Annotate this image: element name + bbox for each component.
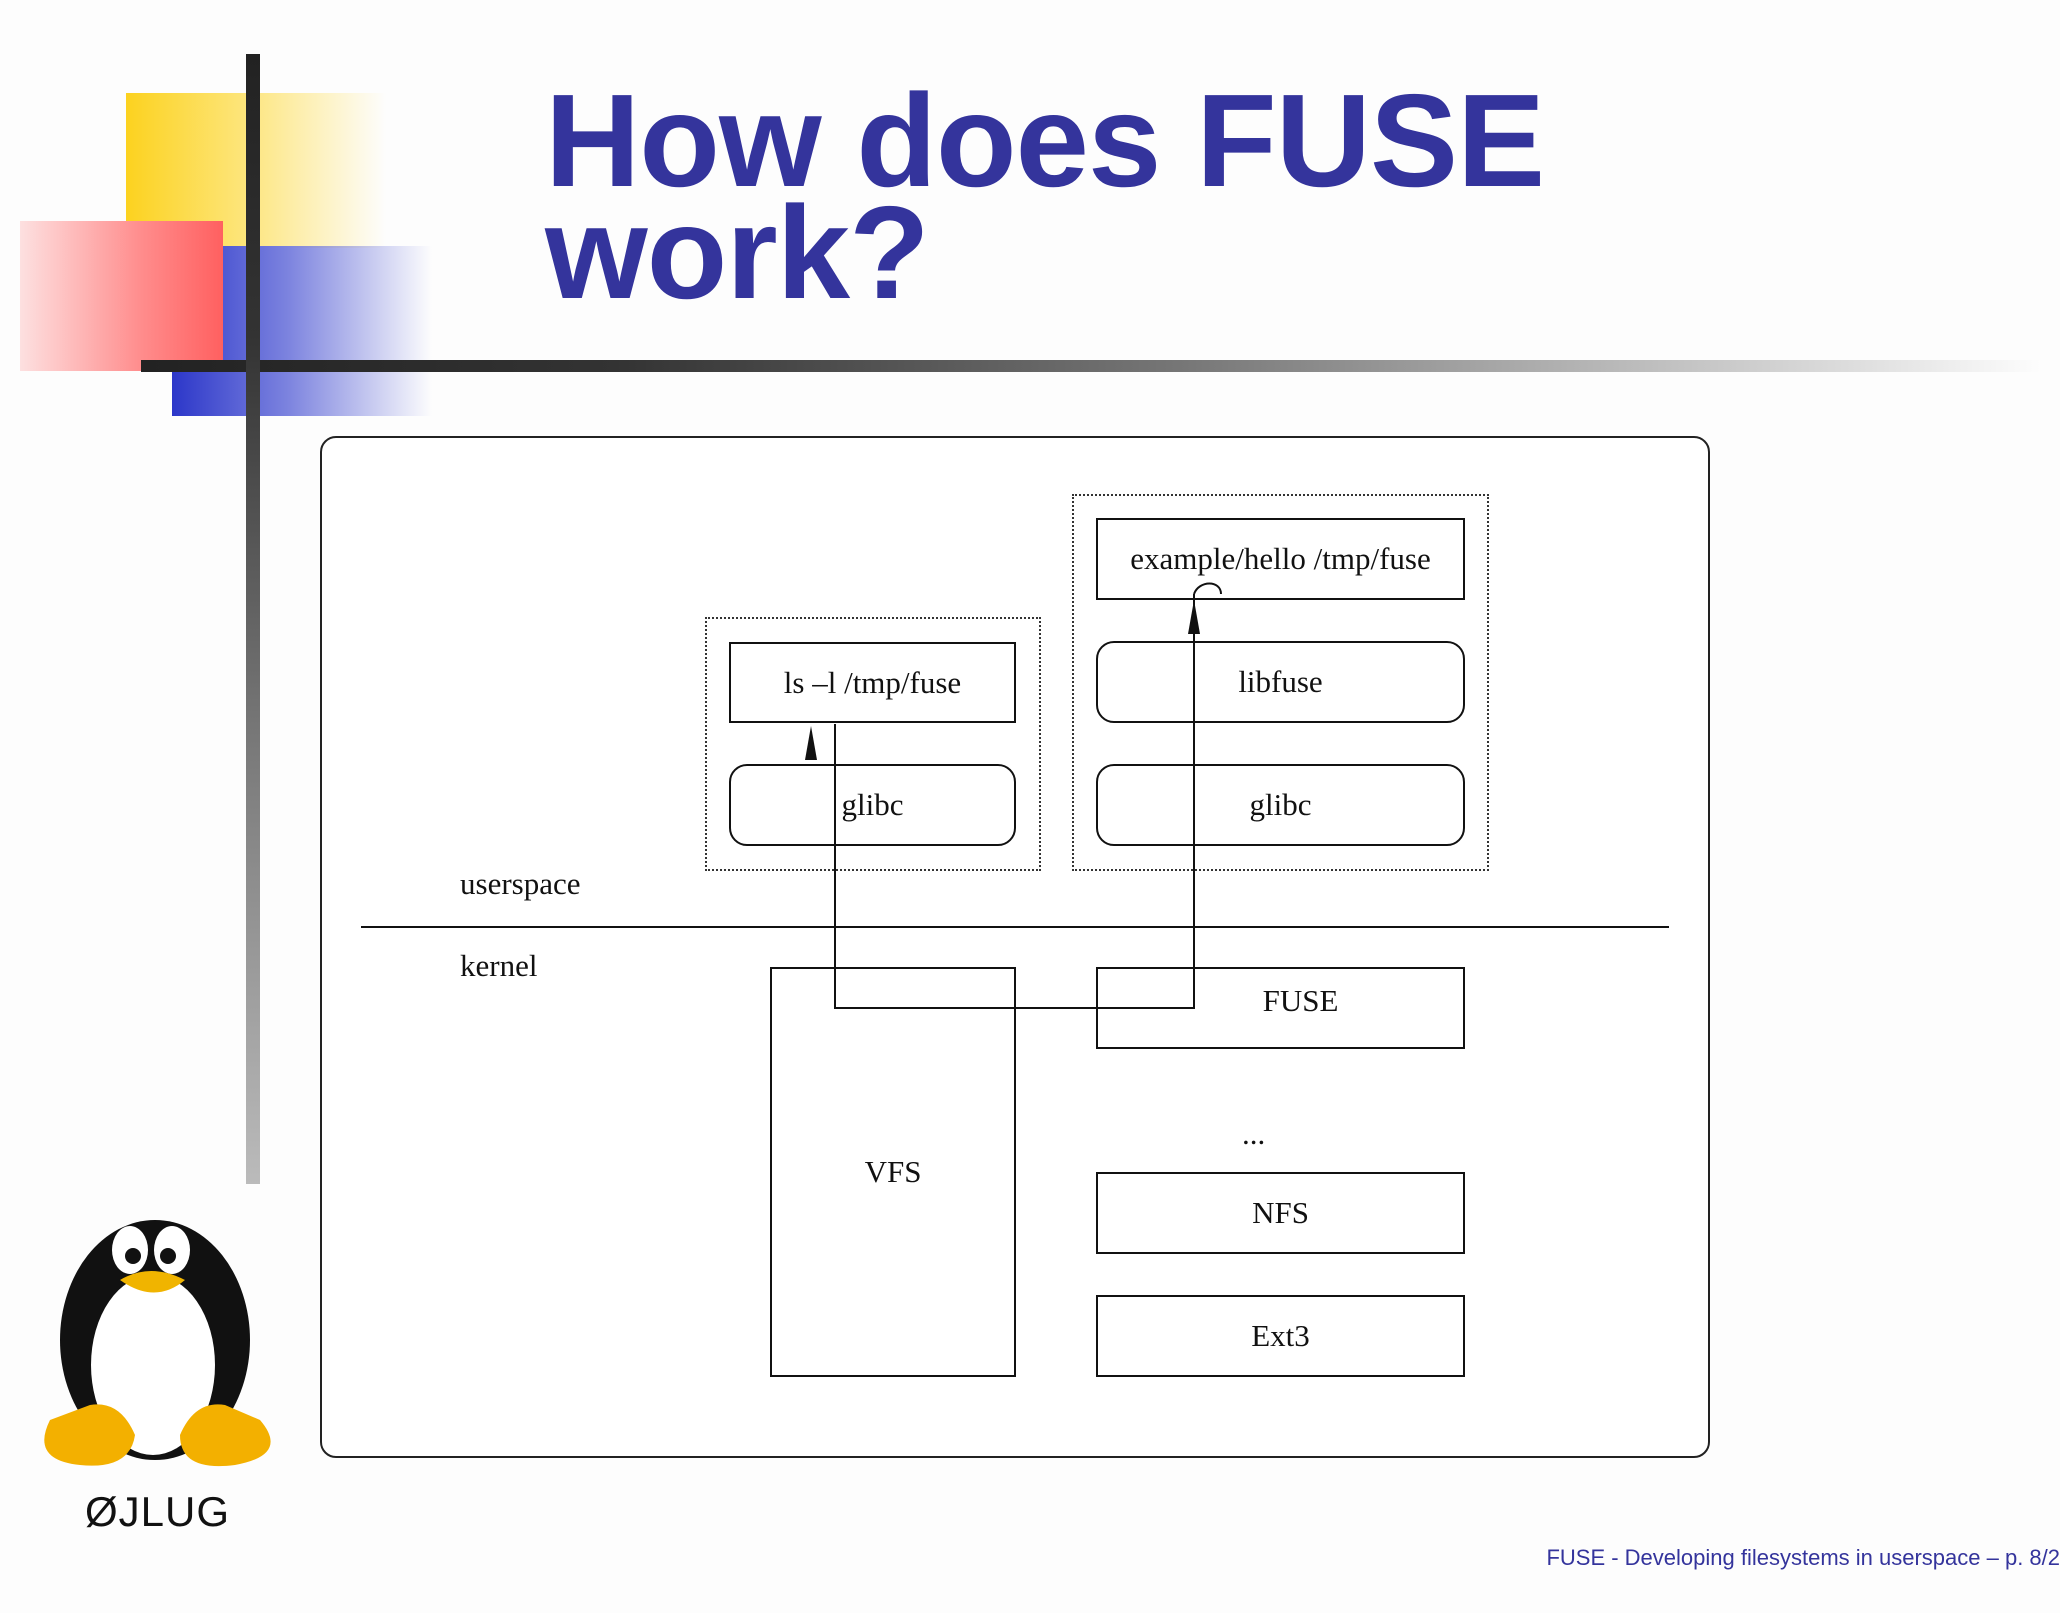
title-line-1: How does FUSE bbox=[545, 67, 1545, 214]
arrow-to-ls-icon bbox=[805, 726, 817, 760]
glibc-right-box: glibc bbox=[1096, 764, 1465, 846]
arrow-to-hello-icon bbox=[1188, 600, 1200, 634]
ext3-label: Ext3 bbox=[1251, 1318, 1310, 1353]
tux-penguin-icon bbox=[44, 1220, 271, 1467]
title-line-2: work? bbox=[545, 179, 930, 326]
ls-command-label: ls –l /tmp/fuse bbox=[783, 664, 962, 700]
slide-footer: FUSE - Developing filesystems in userspa… bbox=[1546, 1545, 2060, 1570]
libfuse-label: libfuse bbox=[1238, 664, 1323, 699]
request-path-line bbox=[834, 612, 1195, 1009]
decor-vertical-bar bbox=[246, 54, 260, 1184]
hello-command-label: example/hello /tmp/fuse bbox=[1130, 541, 1431, 576]
loop-curve bbox=[1193, 582, 1222, 595]
slide-title: How does FUSE work? bbox=[545, 75, 1545, 319]
fuse-kernel-label: FUSE bbox=[1262, 983, 1339, 1018]
ls-command-box: ls –l /tmp/fuse bbox=[729, 642, 1016, 723]
ls-process-group bbox=[705, 617, 1041, 871]
glibc-left-label: glibc bbox=[841, 787, 904, 822]
nfs-box: NFS bbox=[1096, 1172, 1465, 1254]
vfs-label: VFS bbox=[864, 1154, 922, 1189]
decor-horizontal-bar bbox=[141, 360, 2041, 372]
hello-command-box: example/hello /tmp/fuse bbox=[1096, 518, 1465, 600]
vfs-box: VFS bbox=[770, 967, 1016, 1377]
kernel-label: kernel bbox=[460, 948, 538, 983]
ext3-box: Ext3 bbox=[1096, 1295, 1465, 1377]
glibc-left-box: glibc bbox=[729, 764, 1016, 846]
decor-red-block bbox=[20, 221, 223, 371]
nfs-label: NFS bbox=[1252, 1195, 1309, 1230]
glibc-right-label: glibc bbox=[1249, 787, 1312, 822]
ellipsis-label: ... bbox=[1242, 1116, 1266, 1151]
userspace-label: userspace bbox=[460, 866, 581, 901]
hello-process-group bbox=[1072, 494, 1489, 871]
logo-text: ØJLUG bbox=[85, 1488, 231, 1535]
libfuse-box: libfuse bbox=[1096, 641, 1465, 723]
